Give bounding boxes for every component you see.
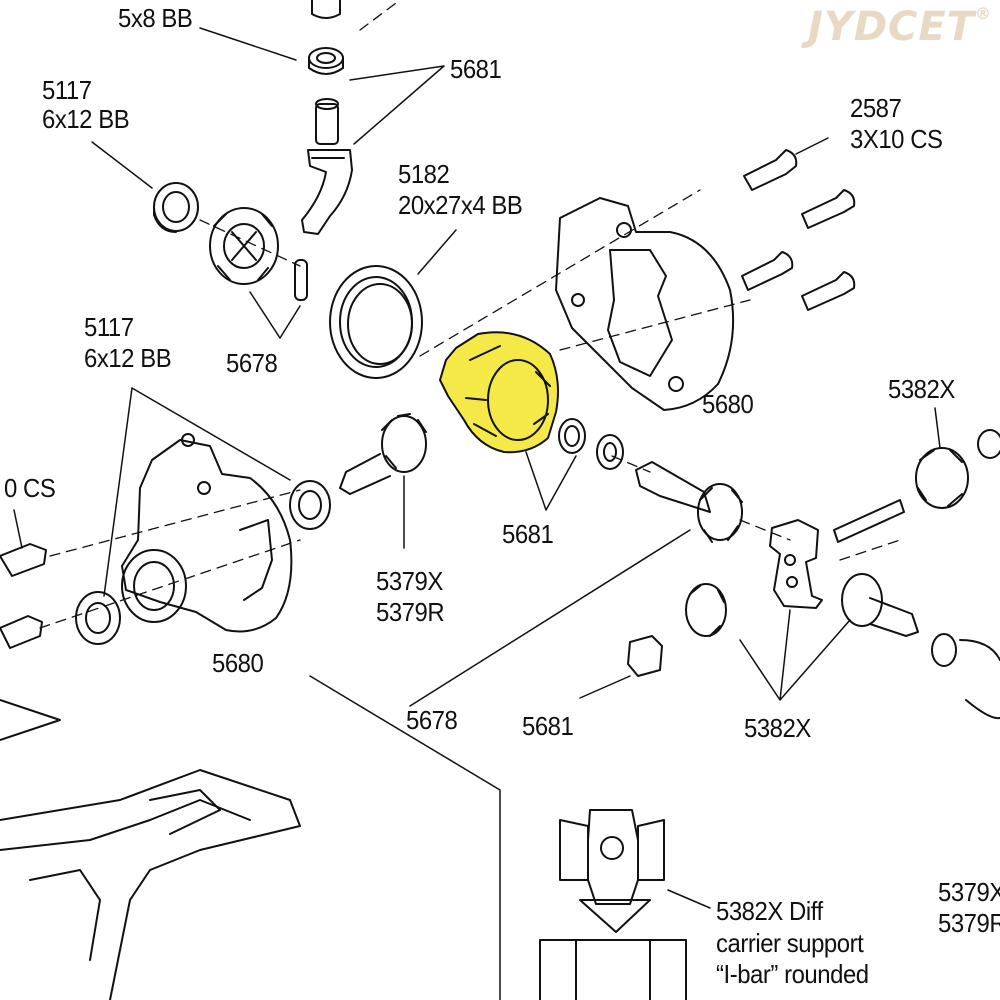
label-3x10-cs: 3X10 CS [850, 124, 943, 154]
label-5x8-bb: 5x8 BB [118, 3, 193, 33]
label-5379r: 5379R [376, 597, 445, 627]
label-5117-a: 5117 [42, 75, 92, 105]
label-5382x-top: 5382X [888, 374, 955, 404]
screws-2587 [741, 149, 856, 311]
note-line-1: 5382X Diff [716, 896, 823, 926]
label-5681-low: 5681 [522, 711, 574, 741]
bearings-left-case [0, 480, 331, 649]
label-5681-mid: 5681 [502, 519, 554, 549]
note-line-2: carrier support [716, 928, 864, 958]
label-5680-right: 5680 [702, 389, 754, 419]
bearing-5182 [329, 265, 423, 379]
label-5379x: 5379X [376, 566, 443, 596]
diff-case-right [555, 197, 735, 411]
label-6x12-bb-b: 6x12 BB [84, 343, 172, 373]
inset-ibar-detail [539, 809, 687, 1000]
output-shaft-bevel [635, 461, 743, 543]
watermark-logo: JYDCET® [808, 4, 993, 50]
diff-case-left [121, 433, 293, 633]
input-gear-5379x [339, 413, 427, 495]
washers [558, 418, 624, 470]
top-shaft-part [301, 0, 353, 235]
label-5680-left: 5680 [212, 648, 264, 678]
note-line-3: “I-bar” rounded [716, 959, 869, 989]
chassis-arm [0, 699, 301, 1000]
label-5681-top: 5681 [450, 54, 502, 84]
pinion-gear-cluster [209, 207, 308, 301]
label-5678-b: 5678 [406, 705, 458, 735]
label-6x12-bb-a: 6x12 BB [42, 104, 130, 134]
label-5678-a: 5678 [226, 348, 278, 378]
i-bar-support [769, 519, 823, 609]
label-5117-b: 5117 [84, 312, 134, 342]
label-20x27x4-bb: 20x27x4 BB [398, 190, 523, 220]
label-5382x-low: 5382X [744, 713, 811, 743]
spider-gears [627, 429, 1000, 720]
label-5379r-edge: 5379R [938, 908, 1000, 938]
label-5379x-edge: 5379X [938, 877, 1000, 907]
diff-carrier-highlighted [439, 331, 559, 454]
label-5182: 5182 [398, 159, 450, 189]
label-2587: 2587 [850, 93, 902, 123]
bearing-5117-top [153, 182, 199, 233]
label-0-cs: 0 CS [4, 473, 56, 503]
leader-lines [13, 27, 941, 1000]
alignment-dashes [39, 0, 901, 629]
